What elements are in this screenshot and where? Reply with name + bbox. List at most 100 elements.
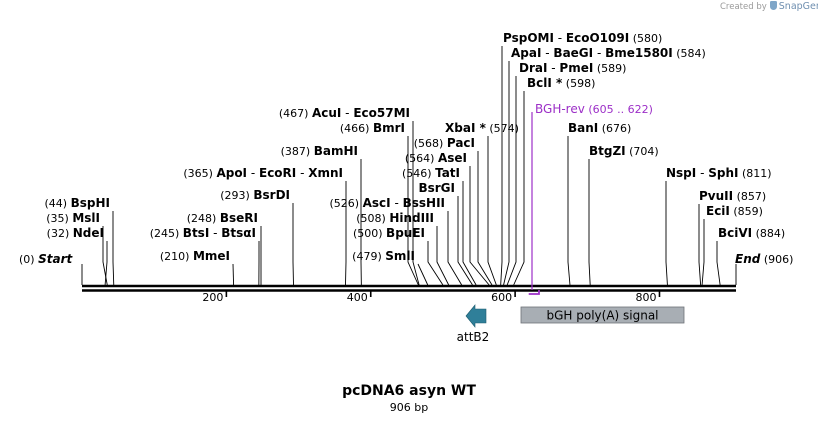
feature-attb2-label: attB2 <box>457 330 490 344</box>
primer-name: BGH-rev <box>535 102 585 116</box>
cut-site-line <box>716 241 721 286</box>
enzyme-name: AcuI <box>312 106 341 120</box>
cut-site-line <box>407 136 419 286</box>
enzyme-name: XbaI * <box>445 121 487 135</box>
enzyme-name: BtsαI <box>221 226 256 240</box>
cut-site-line <box>588 159 591 286</box>
primer-label: BGH-rev (605 .. 622) <box>535 102 653 116</box>
start-position: (0) <box>19 253 35 266</box>
enzyme-name: EcoO109I <box>566 31 629 45</box>
enzyme-name: ApaI <box>511 46 541 60</box>
cut-site-line <box>698 204 702 286</box>
enzyme-site-label: (568) PacI <box>414 136 475 150</box>
cut-site-line <box>513 91 525 286</box>
site-position: (44) <box>45 197 68 210</box>
site-position: (546) <box>402 167 432 180</box>
primer-binding-mark <box>528 290 540 295</box>
enzyme-site-label: DraI - PmeI (589) <box>519 61 626 75</box>
enzyme-site-label: (44) BspHI <box>45 196 110 210</box>
enzyme-site-label: (526) AscI - BssHII <box>330 196 445 210</box>
name-separator: - <box>593 46 605 60</box>
site-position: (479) <box>352 250 382 263</box>
cut-site-line <box>469 166 490 286</box>
enzyme-name: BtgZI <box>589 144 626 158</box>
enzyme-site-label: PspOMI - EcoO109I (580) <box>503 31 662 45</box>
cut-site-line <box>503 61 510 286</box>
site-position: (574) <box>489 122 519 135</box>
site-position: (500) <box>353 227 383 240</box>
enzyme-name: AseI <box>438 151 467 165</box>
start-name: Start <box>38 252 73 266</box>
enzyme-name: BciVI <box>718 226 752 240</box>
site-position: (589) <box>597 62 627 75</box>
site-position: (245) <box>150 227 180 240</box>
enzyme-name: BmrI <box>373 121 405 135</box>
enzyme-site-label: BsrGI <box>418 181 455 195</box>
site-position: (568) <box>414 137 444 150</box>
enzyme-name: SmlI <box>385 249 415 263</box>
cut-site-line <box>457 196 473 286</box>
site-position: (387) <box>281 145 311 158</box>
enzyme-name: BtsI <box>183 226 210 240</box>
enzyme-name: XmnI <box>308 166 343 180</box>
enzyme-site-label: (365) ApoI - EcoRI - XmnI <box>183 166 343 180</box>
enzyme-name: EcoRI <box>259 166 296 180</box>
snapgene-logo-icon <box>769 1 777 10</box>
enzyme-site-label: BclI * (598) <box>527 76 595 90</box>
cut-site-line <box>462 181 477 286</box>
site-position: (580) <box>633 32 663 45</box>
name-separator: - <box>541 46 553 60</box>
map-subtitle: 906 bp <box>389 401 429 414</box>
enzyme-site-label: (564) AseI <box>405 151 467 165</box>
cut-site-line <box>112 211 115 286</box>
site-position: (676) <box>602 122 632 135</box>
enzyme-name: AscI <box>363 196 391 210</box>
enzyme-site-label: (479) SmlI <box>352 249 415 263</box>
enzyme-site-label: (293) BsrDI <box>220 188 290 202</box>
name-separator: - <box>341 106 353 120</box>
enzyme-site-label: (32) NdeI <box>47 226 104 240</box>
cut-site-line <box>345 181 347 286</box>
feature-bgh-label: bGH poly(A) signal <box>546 309 658 323</box>
enzyme-name: BanI <box>568 121 598 135</box>
scale-tick-label: 600 <box>491 291 512 304</box>
enzyme-site-label: XbaI * (574) <box>445 121 519 135</box>
scale-tick-label: 200 <box>202 291 223 304</box>
primer-range: (605 .. 622) <box>588 103 653 116</box>
enzyme-site-label: (546) TatI <box>402 166 460 180</box>
name-separator: - <box>547 61 559 75</box>
cut-site-line <box>102 226 108 286</box>
cut-site-line <box>447 211 463 286</box>
end-position: (906) <box>764 253 794 266</box>
enzyme-name: NspI <box>666 166 696 180</box>
enzyme-name: BamHI <box>314 144 358 158</box>
enzyme-name: BsrGI <box>418 181 455 195</box>
feature-bgh-box <box>520 306 685 324</box>
enzyme-name: Bme1580I <box>605 46 673 60</box>
enzyme-name: MmeI <box>193 249 230 263</box>
enzyme-site-label: NspI - SphI (811) <box>666 166 772 180</box>
site-position: (210) <box>160 250 190 263</box>
enzyme-name: BclI * <box>527 76 563 90</box>
enzyme-name: SphI <box>708 166 738 180</box>
enzyme-site-label: (500) BpuEI <box>353 226 425 240</box>
cut-site-line <box>487 136 497 286</box>
site-position: (293) <box>220 189 250 202</box>
start-label: (0) Start <box>19 252 73 266</box>
enzyme-name: EciI <box>706 204 730 218</box>
site-position: (859) <box>733 205 763 218</box>
enzyme-name: PacI <box>447 136 475 150</box>
site-position: (248) <box>187 212 217 225</box>
cut-site-line <box>701 219 705 286</box>
enzyme-site-label: (467) AcuI - Eco57MI <box>279 106 410 120</box>
site-position: (598) <box>566 77 596 90</box>
snapgene-watermark: Created bySnapGene <box>720 1 818 12</box>
enzyme-site-label: (245) BtsI - BtsαI <box>150 226 256 240</box>
cut-site-line <box>477 151 493 286</box>
name-separator: - <box>554 31 566 45</box>
map-title: pcDNA6 asyn WT <box>342 383 476 399</box>
enzyme-site-label: PvuII (857) <box>699 189 766 203</box>
enzyme-name: ApoI <box>216 166 247 180</box>
feature-attb2-arrow <box>465 304 487 328</box>
